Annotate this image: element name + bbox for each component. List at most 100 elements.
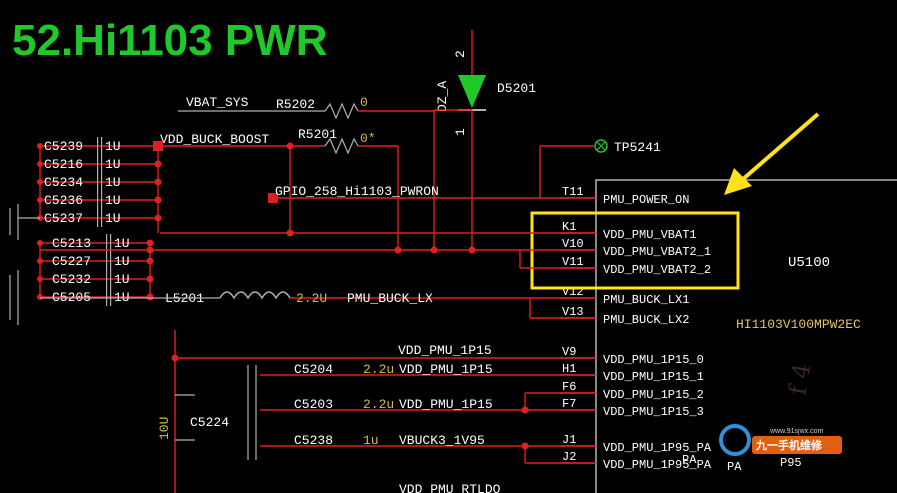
chip-pin-name: VDD_PMU_1P15_3 xyxy=(603,405,704,419)
c5203-value: 2.2u xyxy=(363,397,394,412)
cap-value: 1U xyxy=(105,193,121,208)
cap-ref: C5236 xyxy=(44,193,83,208)
watermark-banner xyxy=(752,436,842,454)
chip-pin-name: VDD_PMU_VBAT2_2 xyxy=(603,263,711,277)
cap-value: 1U xyxy=(105,211,121,226)
net-vdd-pmu-1p15-c: VDD_PMU_1P15 xyxy=(399,397,493,412)
c5238-ref: C5238 xyxy=(294,433,333,448)
cap-plate xyxy=(110,234,112,252)
cap-plate xyxy=(106,270,108,288)
cap-plate xyxy=(106,234,108,252)
chip-pin-name: VDD_PMU_1P95_PA xyxy=(603,458,712,472)
cap-ref: C5213 xyxy=(52,236,91,251)
cap-ref: C5232 xyxy=(52,272,91,287)
testpoint-tp5241 xyxy=(594,139,608,153)
c5203-ref: C5203 xyxy=(294,397,333,412)
annotation-arrow-head xyxy=(724,168,752,195)
chip-pin-name: VDD_PMU_1P15_1 xyxy=(603,370,704,384)
chip-extra-mark: PA xyxy=(727,460,742,474)
chip-pin-name: PMU_POWER_ON xyxy=(603,193,689,207)
c5204-ref: C5204 xyxy=(294,362,333,377)
cap-plate xyxy=(101,173,103,191)
cap-plate xyxy=(97,209,99,227)
junction xyxy=(146,246,154,254)
cap-plate xyxy=(110,288,112,306)
diode-pin2: 2 xyxy=(453,50,468,58)
c5238-value: 1u xyxy=(363,433,379,448)
chip-pin-number: J2 xyxy=(562,450,576,464)
chip-ref: U5100 xyxy=(788,255,830,271)
cap-value: 1U xyxy=(114,254,130,269)
l5201-value: 2.2U xyxy=(296,291,327,306)
diode-ref: D5201 xyxy=(497,81,536,96)
chip-pin-name: PMU_BUCK_LX2 xyxy=(603,313,689,327)
cap-ref: C5234 xyxy=(44,175,83,190)
inductor-l5201-symbol xyxy=(219,291,291,300)
cap-plate xyxy=(97,173,99,191)
net-vbuck3-1v95: VBUCK3_1V95 xyxy=(399,433,485,448)
junction xyxy=(430,246,438,254)
annotation-arrow-shaft xyxy=(740,112,820,182)
chip-pin-name: VDD_PMU_VBAT2_1 xyxy=(603,245,711,259)
cap-plate xyxy=(101,137,103,155)
chip-pin-name: VDD_PMU_1P95_PA xyxy=(603,441,712,455)
cap-value: 1U xyxy=(105,139,121,154)
junction xyxy=(521,406,529,414)
cap-value: 1U xyxy=(114,272,130,287)
net-vdd-pmu-1p15-a: VDD_PMU_1P15 xyxy=(398,343,492,358)
cap-value: 1U xyxy=(105,175,121,190)
chip-extra-mark: PA xyxy=(682,453,697,467)
r5201-value: 0* xyxy=(360,131,376,146)
chip-pin-number: F7 xyxy=(562,397,576,411)
cap-plate xyxy=(106,288,108,306)
testpoint-cross xyxy=(596,141,606,151)
chip-pin-name: VDD_PMU_1P15_0 xyxy=(603,353,704,367)
net-pmu-buck-lx: PMU_BUCK_LX xyxy=(347,291,433,306)
cap-plate xyxy=(97,155,99,173)
chip-faint-mark: f 4 xyxy=(783,361,816,397)
net-port-gpio xyxy=(268,193,278,203)
cap-ref: C5237 xyxy=(44,211,83,226)
chip-pin-number: K1 xyxy=(562,220,576,234)
c5224-ref: C5224 xyxy=(190,415,229,430)
cap-ref: C5239 xyxy=(44,139,83,154)
chip-pin-number: H1 xyxy=(562,362,576,376)
diode-net-dz-a: DZ_A xyxy=(435,81,450,112)
junction xyxy=(171,354,179,362)
left-ground-marks xyxy=(9,204,19,325)
chip-extra-mark: P95 xyxy=(780,456,802,470)
chip-pin-name: PMU_BUCK_LX1 xyxy=(603,293,689,307)
net-vdd-pmu-1p15-b: VDD_PMU_1P15 xyxy=(399,362,493,377)
cap-plate xyxy=(97,191,99,209)
junction xyxy=(286,142,294,150)
net-vbat-sys: VBAT_SYS xyxy=(186,95,249,110)
net-vdd-buck-boost: VDD_BUCK_BOOST xyxy=(160,132,269,147)
diode-d5201-symbol xyxy=(458,75,486,108)
r5202-value: 0 xyxy=(360,95,368,110)
watermark-url: www.91sjwx.com xyxy=(769,428,823,435)
watermark-brand: 九一手机维修 xyxy=(755,438,823,452)
chip-pin-name: VDD_PMU_VBAT1 xyxy=(603,228,697,242)
cap-ref: C5227 xyxy=(52,254,91,269)
cap-plate xyxy=(101,191,103,209)
cap-value: 1U xyxy=(114,236,130,251)
net-gpio: GPIO_258_Hi1103_PWRON xyxy=(275,184,439,199)
chip-pin-name: VDD_PMU_1P15_2 xyxy=(603,388,704,402)
junction xyxy=(468,246,476,254)
c5204-value: 2.2u xyxy=(363,362,394,377)
chip-body xyxy=(595,179,897,493)
watermark-logo xyxy=(719,424,751,456)
net-vdd-pmu-rtldo: VDD_PMU_RTLDO xyxy=(399,482,501,493)
cap-ref: C5216 xyxy=(44,157,83,172)
cap-plate xyxy=(106,252,108,270)
chip-pin-number: T11 xyxy=(562,185,584,199)
diode-pin1: 1 xyxy=(453,128,468,136)
cap-plate xyxy=(110,270,112,288)
chip-pin-number: V11 xyxy=(562,255,584,269)
chip-pin-number: V13 xyxy=(562,305,584,319)
page-title: 52.Hi1103 PWR xyxy=(12,16,328,65)
junction xyxy=(521,442,529,450)
